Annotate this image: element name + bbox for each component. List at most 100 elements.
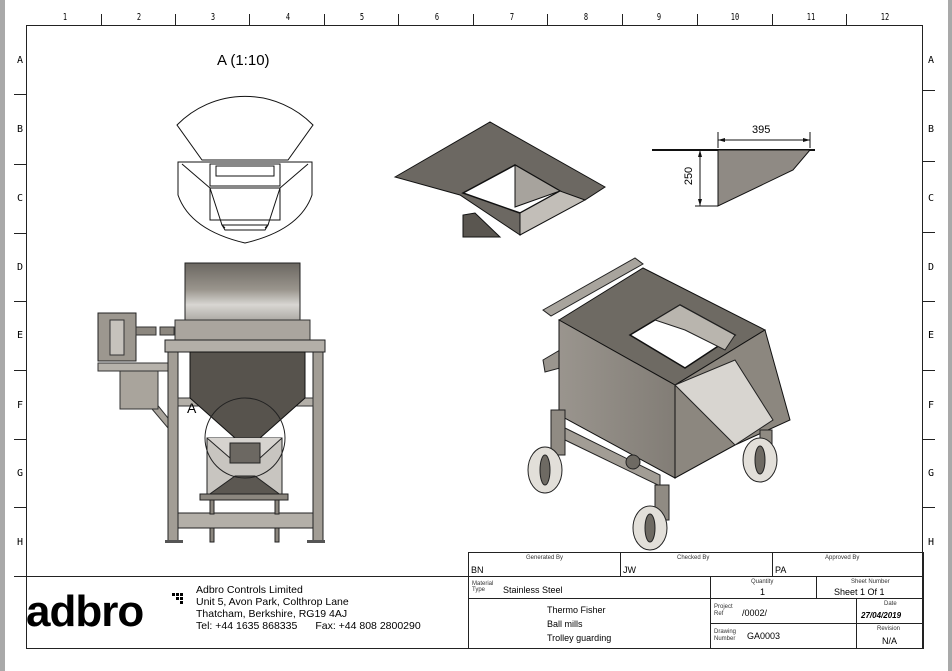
row-divider (923, 90, 935, 91)
row-label: A (928, 55, 935, 66)
col-divider (249, 14, 250, 25)
description-line-3: Trolley guarding (547, 633, 612, 643)
row-label: H (17, 537, 24, 548)
col-divider (697, 14, 698, 25)
col-label: 3 (210, 12, 216, 23)
col-label: 6 (434, 12, 440, 23)
row-label: B (17, 124, 24, 135)
col-divider (175, 14, 176, 25)
col-divider (473, 14, 474, 25)
row-divider (14, 439, 26, 440)
row-label: F (17, 400, 24, 411)
date-cell: Date 27/04/2019 (857, 599, 924, 624)
col-label: 4 (285, 12, 291, 23)
generated-by-label: Generated By (526, 555, 564, 561)
contact-line: Tel: +44 1635 868335 Fax: +44 808 2800290 (196, 620, 421, 632)
col-label: 11 (806, 12, 816, 23)
sheet-number-label: Sheet Number (851, 579, 890, 585)
fax: Fax: +44 808 2800290 (315, 620, 421, 632)
logo-text: adbro (26, 587, 144, 636)
row-label: E (17, 330, 24, 341)
company-name: Adbro Controls Limited (196, 584, 303, 596)
approved-by-value: PA (775, 565, 787, 575)
address-line-1: Unit 5, Avon Park, Colthrop Lane (196, 596, 349, 608)
row-label: D (928, 262, 935, 273)
date-label: Date (884, 601, 897, 607)
project-ref-value: /0002/ (742, 608, 768, 618)
quantity-cell: Quantity 1 (711, 577, 817, 599)
description-cell: Thermo Fisher Ball mills Trolley guardin… (468, 599, 711, 649)
company-logo: adbro (26, 587, 144, 637)
row-label: C (928, 193, 935, 204)
row-label: C (17, 193, 24, 204)
checked-by-label: Checked By (677, 555, 710, 561)
approved-by-label: Approved By (825, 555, 860, 561)
quantity-label: Quantity (751, 579, 774, 585)
phone: Tel: +44 1635 868335 (196, 620, 298, 632)
row-divider (14, 94, 26, 95)
row-label: D (17, 262, 24, 273)
detail-view-title: A (1:10) (217, 52, 270, 69)
row-label: H (928, 537, 935, 548)
row-label: A (17, 55, 24, 66)
row-divider (14, 370, 26, 371)
address-line-2: Thatcham, Berkshire, RG19 4AJ (196, 608, 348, 620)
front-view-machine-drawing (97, 262, 326, 543)
row-divider (923, 370, 935, 371)
col-divider (846, 14, 847, 25)
row-label: G (17, 468, 24, 479)
guard-plate-iso-drawing (393, 121, 606, 238)
row-divider (14, 507, 26, 508)
col-divider (622, 14, 623, 25)
revision-value: N/A (882, 636, 898, 646)
sheet-number-value: Sheet 1 Of 1 (834, 587, 885, 597)
row-divider (923, 232, 935, 233)
revision-cell: Revision N/A (857, 624, 924, 649)
detail-view-a-drawing (176, 95, 314, 244)
date-value: 27/04/2019 (861, 611, 902, 620)
approved-by-cell: Approved By PA (773, 552, 924, 577)
row-label: E (928, 330, 935, 341)
row-label: F (928, 400, 935, 411)
col-label: 7 (509, 12, 515, 23)
sheet-number-cell: Sheet Number Sheet 1 Of 1 (817, 577, 924, 599)
revision-label: Revision (877, 626, 901, 632)
generated-by-value: BN (471, 565, 484, 575)
col-divider (101, 14, 102, 25)
dimension-height: 250 (683, 166, 696, 186)
description-line-2: Ball mills (547, 619, 583, 629)
row-label: G (928, 468, 935, 479)
logo-squares-icon (172, 593, 184, 607)
company-details: Adbro Controls Limited Unit 5, Avon Park… (196, 584, 421, 632)
row-divider (14, 164, 26, 165)
col-label: 2 (136, 12, 142, 23)
trolley-iso-drawing (527, 257, 791, 551)
col-divider (547, 14, 548, 25)
col-label: 8 (583, 12, 589, 23)
row-divider (923, 507, 935, 508)
row-divider (923, 439, 935, 440)
generated-by-cell: Generated By BN (468, 552, 621, 577)
col-divider (324, 14, 325, 25)
col-label: 1 (62, 12, 68, 23)
quantity-value: 1 (760, 587, 766, 597)
col-label: 9 (656, 12, 662, 23)
col-label: 12 (880, 12, 890, 23)
material-value: Stainless Steel (503, 585, 563, 595)
col-divider (772, 14, 773, 25)
side-view-dimensioned-drawing (652, 132, 815, 207)
row-divider (14, 233, 26, 234)
row-divider (923, 161, 935, 162)
row-divider (14, 301, 26, 302)
row-divider (14, 576, 26, 577)
row-label: B (928, 124, 935, 135)
dimension-width: 395 (752, 124, 771, 136)
description-line-1: Thermo Fisher (547, 605, 606, 615)
col-label: 5 (359, 12, 365, 23)
checked-by-value: JW (623, 565, 636, 575)
col-label: 10 (730, 12, 740, 23)
